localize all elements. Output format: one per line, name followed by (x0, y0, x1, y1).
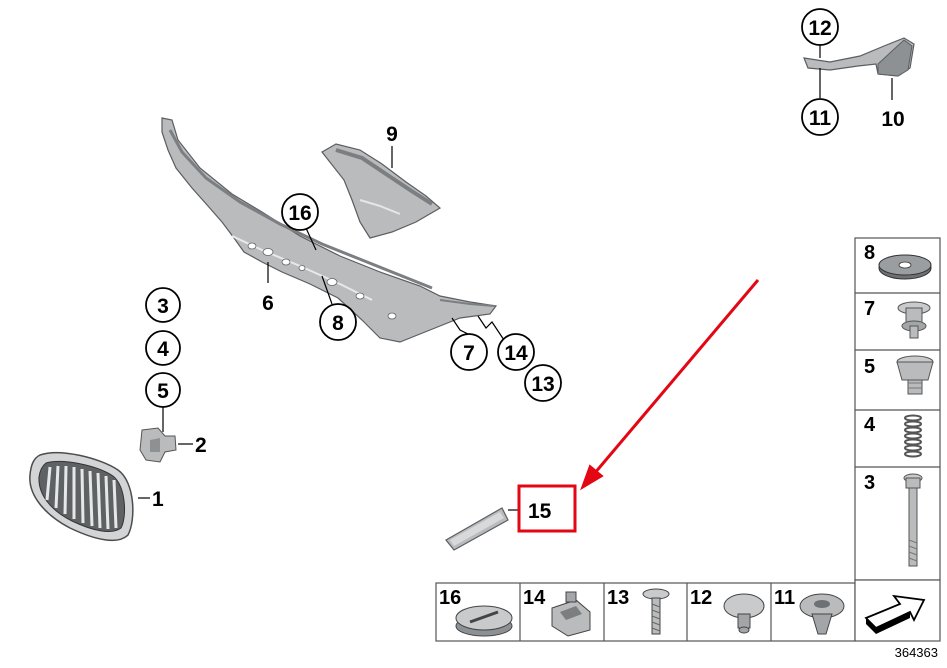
washer-part (878, 254, 932, 280)
parts-table-right: 8 7 5 4 3 (854, 237, 941, 581)
parts-table-bottom: 16 14 13 12 11 (435, 582, 856, 642)
part-10-cover (803, 37, 915, 77)
callout-10: 10 (881, 108, 904, 131)
callout-circle-12: 12 (801, 8, 839, 46)
grommet-part (896, 355, 934, 395)
table-cell-label: 8 (864, 242, 875, 264)
table-cell-label: 3 (864, 472, 875, 494)
svg-text:5: 5 (157, 380, 169, 403)
callout-9: 9 (386, 123, 398, 146)
clip-nut-part (551, 591, 591, 637)
highlight-arrow (592, 279, 760, 475)
spring-part (904, 414, 922, 458)
part-2-bracket (139, 427, 177, 463)
plug-part (455, 605, 513, 637)
part-1-grille (29, 451, 134, 542)
table-cell-label: 16 (439, 587, 461, 609)
callout-circle-7: 7 (450, 333, 488, 371)
table-cell-label: 12 (690, 587, 712, 609)
callout-15: 15 (528, 500, 552, 523)
svg-text:7: 7 (463, 342, 475, 365)
svg-text:16: 16 (288, 202, 311, 225)
svg-text:14: 14 (504, 342, 528, 365)
callout-1: 1 (152, 488, 164, 511)
clip-part (897, 301, 931, 339)
next-page-arrow-icon[interactable] (854, 579, 941, 642)
highlight-box (517, 484, 577, 533)
callout-circle-16: 16 (281, 193, 319, 231)
svg-text:4: 4 (157, 338, 169, 361)
table-cell-label: 11 (774, 587, 795, 609)
callout-circle-3: 3 (145, 287, 181, 323)
rivet-part (723, 593, 765, 634)
part-6-cowl-panel (161, 117, 498, 343)
svg-text:13: 13 (531, 373, 554, 396)
callout-circle-8: 8 (319, 303, 357, 341)
part-9-trim (321, 143, 442, 239)
table-cell-label: 4 (864, 414, 876, 436)
callout-circle-4: 4 (145, 330, 181, 366)
table-cell-label: 5 (864, 356, 875, 378)
svg-text:3: 3 (157, 295, 169, 318)
svg-text:12: 12 (808, 17, 831, 40)
callout-circle-5: 5 (145, 372, 181, 408)
callout-6: 6 (262, 292, 274, 315)
bolt-part (903, 473, 923, 567)
part-15-strip (445, 507, 509, 551)
screw-part (642, 588, 670, 635)
highlight-arrow-head (580, 464, 604, 491)
callout-circle-14: 14 (497, 333, 535, 371)
callout-circle-13: 13 (524, 364, 562, 402)
svg-text:11: 11 (809, 107, 832, 130)
push-clip-part (799, 593, 845, 635)
table-cell-label: 14 (523, 587, 546, 609)
svg-text:8: 8 (332, 312, 344, 335)
table-cell-label: 13 (607, 587, 629, 609)
callout-2: 2 (195, 434, 207, 457)
callout-circle-11: 11 (801, 98, 839, 136)
table-cell-label: 7 (864, 298, 875, 320)
diagram-id: 364363 (895, 645, 938, 660)
